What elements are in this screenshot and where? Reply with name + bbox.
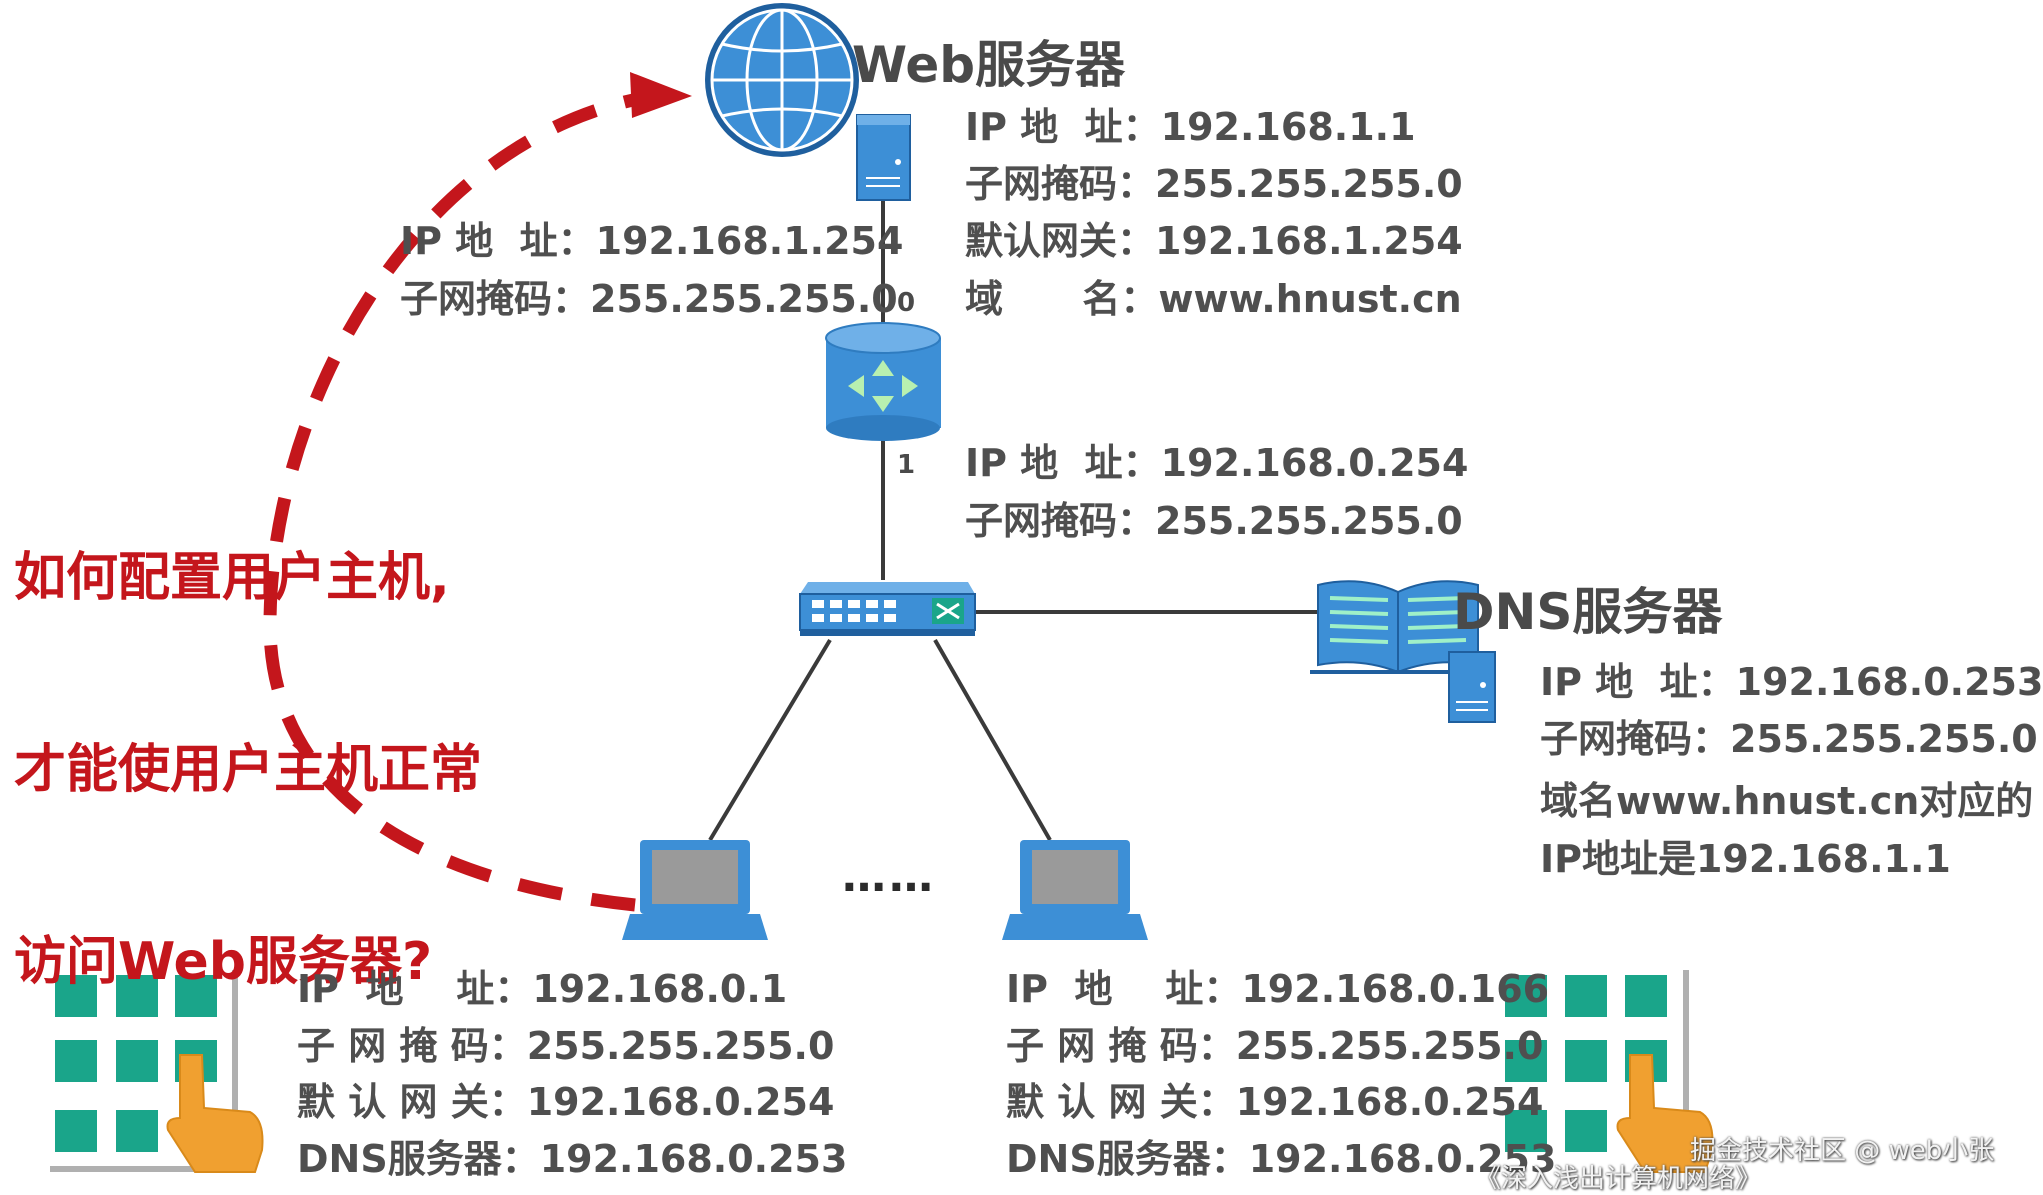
book-icon <box>1310 580 1486 674</box>
link-switch-host-right <box>933 639 1052 841</box>
router-if0-mask: 子网掩码：255.255.255.0 <box>400 277 898 321</box>
host-left-dns: DNS服务器：192.168.0.253 <box>297 1137 848 1181</box>
dns-server-mask: 子网掩码：255.255.255.0 <box>1540 717 2038 761</box>
router-if1-mask: 子网掩码：255.255.255.0 <box>965 499 1463 543</box>
router-icon <box>825 322 941 441</box>
question-line-3: 访问Web服务器? <box>14 932 433 992</box>
question-line-2: 才能使用户主机正常 <box>14 740 483 800</box>
globe-icon <box>705 3 859 157</box>
pointing-hand-icon <box>1616 1054 1714 1173</box>
dns-record-line-2: IP地址是192.168.1.1 <box>1540 837 1951 881</box>
router-if1-ip: IP 地 址：192.168.0.254 <box>965 441 1469 485</box>
web-server-title: Web服务器 <box>852 36 1126 94</box>
question-line-1: 如何配置用户主机, <box>14 548 450 608</box>
switch-icon <box>799 582 976 636</box>
more-hosts-ellipsis: …… <box>842 851 936 902</box>
keypad-icon <box>1505 970 1689 1160</box>
router-if0-ip: IP 地 址：192.168.1.254 <box>400 219 904 263</box>
watermark-book-title: 《深入浅出计算机网络》 <box>1475 1164 1762 1194</box>
dashed-arrow <box>263 72 692 912</box>
web-server-ip: IP 地 址：192.168.1.1 <box>965 105 1416 149</box>
server-icon <box>856 114 911 201</box>
router-port-1: 1 <box>897 450 916 480</box>
dns-server-title: DNS服务器 <box>1453 583 1723 641</box>
dns-server-icon <box>1448 651 1496 723</box>
host-right-mask: 子 网 掩 码：255.255.255.0 <box>1006 1024 1544 1068</box>
laptop-icon <box>1002 840 1148 940</box>
laptop-icon <box>622 840 768 940</box>
arrow-head-icon <box>630 72 692 118</box>
host-left-ip: IP 地 址：192.168.0.1 <box>297 967 788 1011</box>
network-links <box>708 200 1320 842</box>
web-server-domain: 域 名：www.hnust.cn <box>965 277 1462 321</box>
dns-server-ip: IP 地 址：192.168.0.253 <box>1540 660 2043 704</box>
question-text: 如何配置用户主机, 才能使用户主机正常 访问Web服务器? <box>14 418 482 1058</box>
host-left-mask: 子 网 掩 码：255.255.255.0 <box>297 1024 835 1068</box>
host-right-dns: DNS服务器：192.168.0.253 <box>1006 1137 1557 1181</box>
watermark-community: 掘金技术社区 @ web小张 <box>1690 1136 1995 1166</box>
host-left-gateway: 默 认 网 关：192.168.0.254 <box>297 1080 835 1124</box>
host-right-ip: IP 地 址：192.168.0.166 <box>1006 967 1550 1011</box>
pointing-hand-icon <box>166 1054 264 1173</box>
web-server-gateway: 默认网关：192.168.1.254 <box>965 219 1463 263</box>
host-right-gateway: 默 认 网 关：192.168.0.254 <box>1006 1080 1544 1124</box>
link-switch-host-left <box>708 638 832 842</box>
dns-record-line-1: 域名www.hnust.cn对应的 <box>1540 779 2034 823</box>
network-diagram <box>50 3 1714 1173</box>
web-server-mask: 子网掩码：255.255.255.0 <box>965 162 1463 206</box>
router-port-0: 0 <box>897 288 916 318</box>
